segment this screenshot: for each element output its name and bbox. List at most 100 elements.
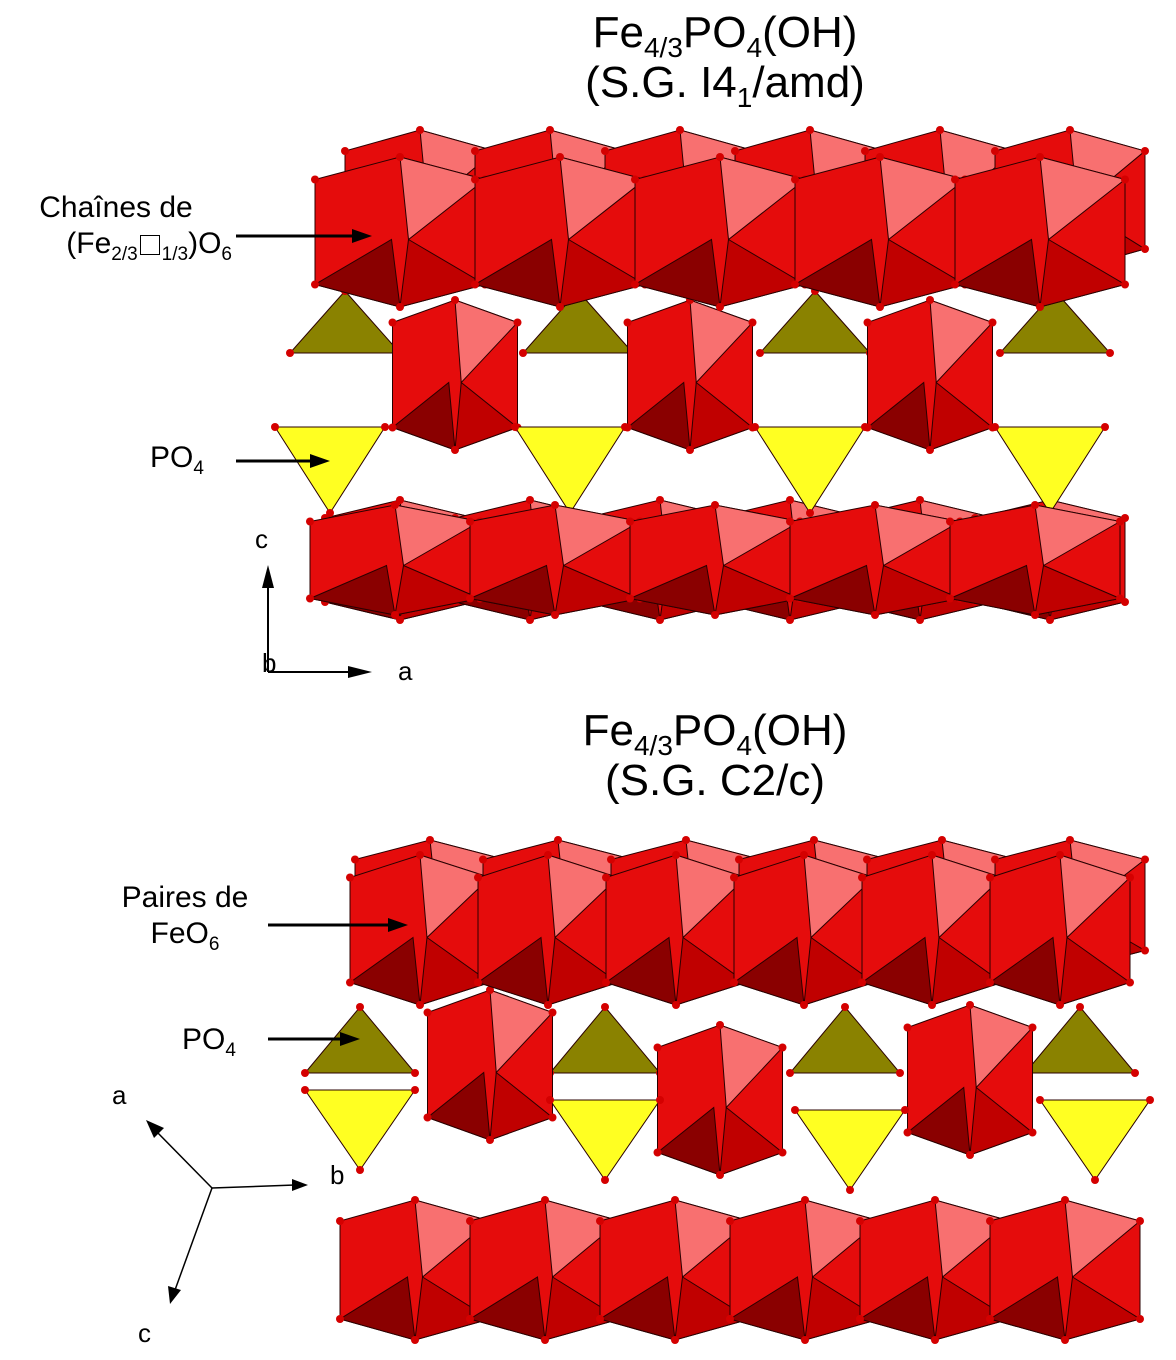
arrow-chains (236, 229, 372, 243)
label-po4-bottom: PO4 (182, 1023, 236, 1061)
oxygen-atom (806, 126, 814, 134)
octahedron-face-mid (934, 1276, 1012, 1341)
oxygen-atom (396, 496, 404, 504)
feo6-octahedron (986, 1196, 1144, 1344)
oxygen-atom (544, 1001, 552, 1009)
oxygen-atom (846, 1186, 854, 1194)
octahedron-face-dark (656, 1106, 721, 1176)
oxygen-atom (791, 280, 799, 289)
octahedron-face-dark (628, 564, 716, 616)
oxygen-atom (730, 978, 738, 987)
octahedron-face-dark (728, 1276, 806, 1341)
oxygen-atom (751, 423, 759, 431)
octahedron-face-mid (803, 936, 876, 1006)
tetrahedron-face (998, 290, 1112, 354)
axis-c-head-bottom (168, 1286, 181, 1304)
po4-tetrahedron (786, 1003, 904, 1077)
label-pairs: Paires de FeO6 (121, 881, 249, 955)
oxygen-atom (778, 1148, 787, 1157)
octahedron-face-mid (419, 936, 492, 1006)
oxygen-atom (676, 126, 684, 134)
label-po4-top: PO4 (150, 441, 204, 479)
feo6-octahedron (726, 1196, 884, 1344)
oxygen-atom (546, 126, 554, 134)
bottom-space-group: (S.G. C2/c) (604, 756, 826, 805)
octahedron-face-dark (473, 238, 561, 308)
octahedron-face-mid (559, 238, 647, 308)
oxygen-atom (474, 978, 482, 987)
oxygen-atom (1046, 616, 1054, 624)
oxygen-atom (726, 1315, 734, 1323)
octahedron-face-dark (793, 238, 881, 308)
tetrahedron-face (274, 426, 386, 514)
oxygen-atom (426, 836, 434, 844)
oxygen-atom (526, 616, 534, 624)
oxygen-atom (416, 126, 424, 134)
po4-tetrahedron (1021, 1003, 1139, 1077)
oxygen-atom (471, 175, 479, 184)
octahedron-face-dark (598, 1276, 676, 1341)
octahedron-face-light (489, 989, 554, 1074)
oxygen-atom (876, 303, 884, 311)
oxygen-atom (951, 280, 959, 289)
feo6-octahedron (863, 296, 997, 454)
oxygen-atom (716, 303, 724, 311)
octahedron-face-mid (929, 381, 994, 451)
oxygen-atom (326, 509, 334, 517)
oxygen-atom (411, 1086, 419, 1094)
octahedron-face-dark (988, 1276, 1066, 1341)
oxygen-atom (938, 836, 946, 844)
feo6-octahedron (856, 1196, 1014, 1344)
oxygen-atom (602, 978, 610, 987)
oxygen-atom (1131, 1069, 1139, 1077)
feo6-octahedron (858, 851, 1006, 1009)
po4-tetrahedron (301, 1086, 419, 1174)
oxygen-atom (800, 1001, 808, 1009)
oxygen-atom (301, 1086, 309, 1094)
oxygen-atom (1056, 851, 1064, 859)
po4-tetrahedron (546, 1096, 664, 1184)
octahedron-face-mid (1034, 564, 1122, 616)
oxygen-atom (306, 517, 314, 526)
oxygen-atom (810, 836, 818, 844)
oxygen-atom (513, 318, 522, 327)
octahedron-face-light (969, 1004, 1034, 1089)
oxygen-atom (306, 594, 314, 603)
oxygen-atom (1056, 1001, 1064, 1009)
octahedron-face-light (1034, 504, 1122, 567)
oxygen-atom (626, 594, 634, 603)
oxygen-atom (1028, 1023, 1037, 1032)
octahedron-face-light (719, 1024, 784, 1109)
octahedron-face-dark (468, 1276, 546, 1341)
oxygen-atom (856, 1315, 864, 1323)
tetrahedron-face (994, 426, 1106, 514)
oxygen-atom (631, 280, 639, 289)
oxygen-atom (466, 517, 474, 526)
octahedron-face-light (931, 854, 1003, 939)
oxygen-atom (656, 496, 664, 504)
arrow-head (388, 918, 408, 932)
oxygen-atom (672, 851, 680, 859)
octahedron-face-mid (675, 936, 748, 1006)
oxygen-atom (551, 501, 559, 509)
feo6-octahedron (602, 851, 750, 1009)
oxygen-atom (786, 496, 794, 504)
oxygen-atom (601, 1176, 609, 1184)
oxygen-atom (711, 501, 719, 509)
oxygen-atom (351, 855, 359, 864)
octahedron-face-mid (1039, 238, 1127, 308)
oxygen-atom (806, 509, 814, 517)
oxygen-atom (1036, 1096, 1044, 1104)
octahedron-face-mid (544, 1276, 622, 1341)
oxygen-atom (556, 153, 564, 161)
oxygen-atom (903, 1023, 912, 1032)
oxygen-atom (986, 1315, 994, 1323)
oxygen-atom (541, 1196, 549, 1204)
axis-label-a-bottom: a (112, 1080, 127, 1110)
oxygen-atom (526, 496, 534, 504)
oxygen-atom (896, 1069, 904, 1077)
oxygen-atom (686, 446, 694, 454)
oxygen-atom (466, 1315, 474, 1323)
octahedron-face-dark (732, 936, 805, 1006)
oxygen-atom (991, 423, 999, 431)
